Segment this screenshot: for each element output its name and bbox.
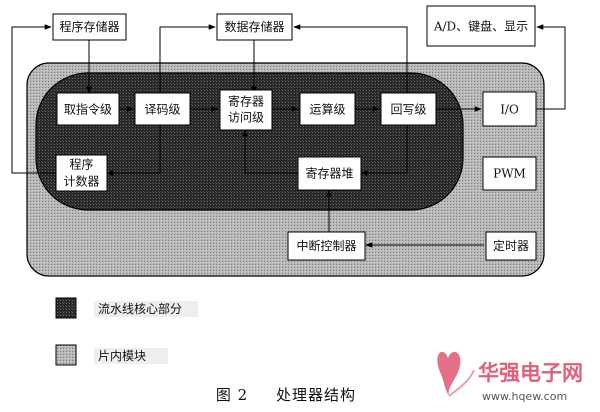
legend-swatch-on-chip-module [55, 344, 77, 366]
label-register-file: 寄存器堆 [305, 166, 353, 181]
arrow-decode-to-pc [106, 125, 161, 176]
connectors [11, 24, 566, 248]
box-timer: 定时器 [485, 231, 537, 261]
arrow-io-to-peripherals [536, 24, 566, 110]
arrow-writeback-to-register-file [360, 125, 408, 176]
label-pwm: PWM [493, 167, 526, 181]
label-program-memory: 程序存储器 [59, 19, 119, 34]
caption-number: 图 2 [216, 386, 248, 404]
legend-label-pipeline-core: 流水线核心部分 [98, 301, 182, 316]
label-reg-access-line2: 访问级 [228, 111, 264, 125]
label-timer: 定时器 [493, 238, 529, 253]
box-fetch-stage: 取指令级 [56, 92, 120, 126]
arrow-writeback-to-data-memory [293, 24, 408, 93]
box-program-memory: 程序存储器 [52, 13, 127, 41]
arrow-register-file-to-reg-access [242, 129, 298, 174]
box-io: I/O [482, 91, 537, 127]
box-register-access-stage: 寄存器 访问级 [219, 89, 273, 131]
caption-title: 处理器结构 [276, 386, 356, 404]
figure-caption: 图 2 处理器结构 [216, 386, 356, 404]
watermark-brand: 华强电子网 [478, 361, 583, 385]
label-pc-line2: 计数器 [63, 174, 99, 189]
box-interrupt-controller: 中断控制器 [287, 231, 366, 261]
box-pwm: PWM [482, 156, 537, 191]
label-data-memory: 数据存储器 [224, 19, 284, 34]
label-decode: 译码级 [144, 103, 180, 117]
watermark-url: www.hqew.com [482, 390, 567, 403]
arrow-pc-to-program-memory [11, 24, 56, 174]
legend-swatch-pipeline-core [55, 297, 77, 319]
box-register-file: 寄存器堆 [297, 156, 362, 191]
box-data-memory: 数据存储器 [216, 13, 293, 41]
legend: 流水线核心部分 片内模块 [55, 297, 198, 366]
box-peripherals: A/D、键盘、显示 [426, 5, 536, 47]
box-writeback-stage: 回写级 [380, 92, 437, 126]
label-reg-access-line1: 寄存器 [228, 94, 264, 109]
label-execute: 运算级 [309, 102, 345, 117]
box-program-counter: 程序 计数器 [55, 154, 108, 192]
legend-label-on-chip-module: 片内模块 [98, 349, 146, 363]
watermark-logo-icon [437, 351, 475, 397]
label-writeback: 回写级 [390, 103, 426, 117]
box-execute-stage: 运算级 [299, 92, 356, 126]
box-decode-stage: 译码级 [134, 92, 191, 126]
watermark: 华强电子网 www.hqew.com [437, 351, 583, 403]
label-peripherals: A/D、键盘、显示 [433, 19, 528, 34]
label-interrupt-controller: 中断控制器 [296, 238, 356, 253]
label-io: I/O [500, 103, 519, 117]
label-fetch: 取指令级 [64, 102, 112, 117]
arrow-decode-to-data-memory [159, 24, 216, 93]
label-pc-line1: 程序 [69, 157, 93, 172]
